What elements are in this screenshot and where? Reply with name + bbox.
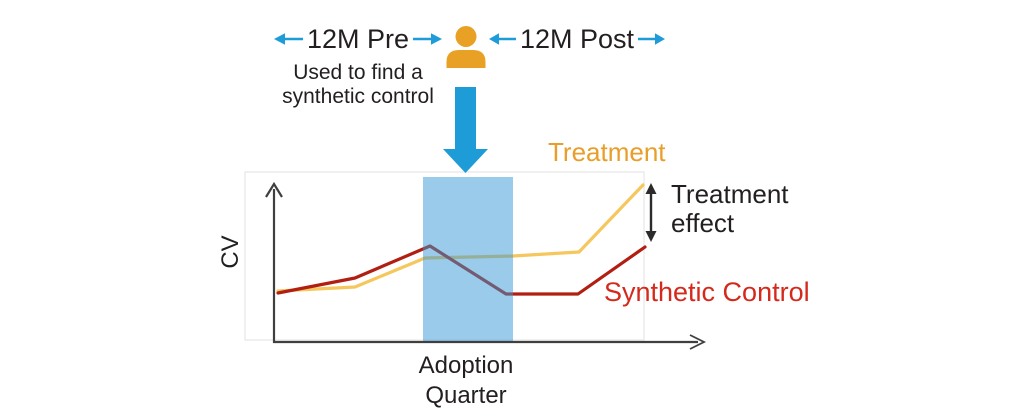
arrow-left-icon [489, 33, 516, 45]
treatment-effect-label: Treatment effect [671, 179, 789, 238]
y-axis-label: CV [217, 235, 244, 269]
post-period-label: 12M Post [520, 24, 635, 54]
post-period-group: 12M Post [489, 24, 666, 54]
x-axis [273, 334, 707, 350]
note-line-2: synthetic control [282, 85, 434, 108]
arrow-left-icon [274, 33, 303, 45]
treatment-effect-arrow-icon [645, 183, 657, 242]
note-line-1: Used to find a [293, 61, 423, 84]
y-axis [265, 181, 283, 343]
synthetic-control-series-label: Synthetic Control [604, 277, 810, 307]
treatment-series-label: Treatment [548, 137, 666, 167]
down-arrow-icon [443, 87, 488, 173]
pre-period-note: Used to find a synthetic control [252, 61, 464, 109]
adoption-band [423, 177, 513, 341]
pre-period-group: 12M Pre [274, 24, 443, 54]
person-icon [446, 26, 486, 68]
x-axis-label: Adoption Quarter [418, 352, 514, 409]
pre-period-label: 12M Pre [307, 24, 410, 54]
arrow-right-icon [413, 33, 443, 45]
arrow-right-icon [638, 33, 666, 45]
